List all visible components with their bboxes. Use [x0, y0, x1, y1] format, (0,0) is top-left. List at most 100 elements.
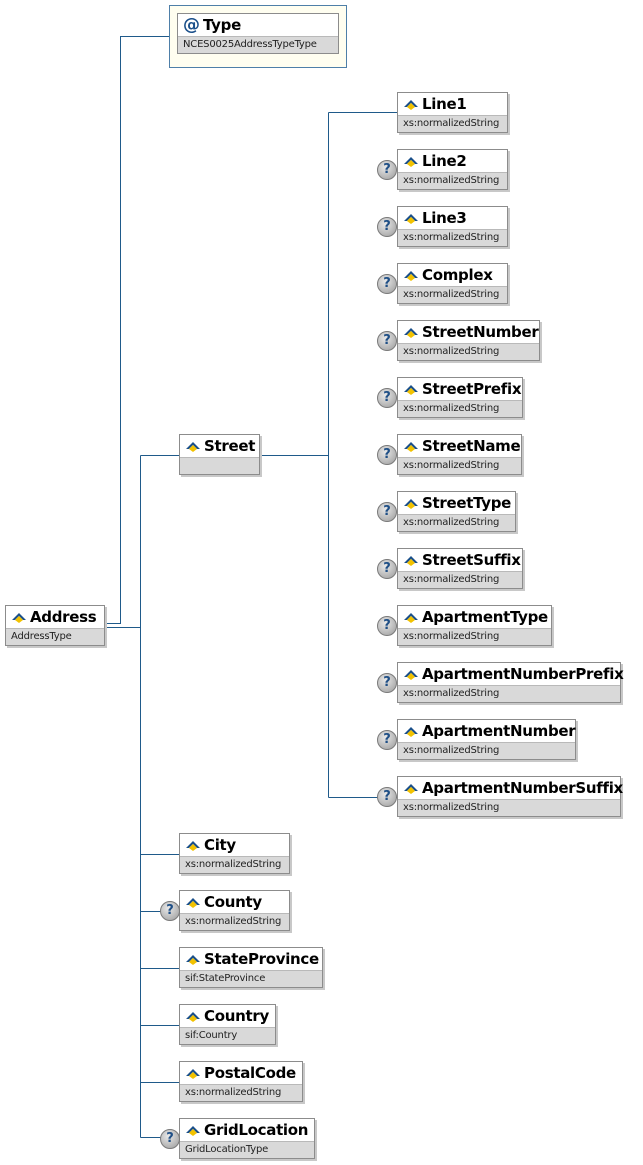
element-icon [404, 499, 418, 509]
apartment-number-suffix-element-type: xs:normalizedString [398, 799, 620, 816]
state-province-element-type: sif:StateProvince [180, 970, 322, 987]
element-icon [404, 442, 418, 452]
element-icon [404, 727, 418, 737]
apartment-number-suffix-element-name: ApartmentNumberSuffix [422, 779, 623, 797]
element-icon [12, 613, 26, 623]
line2-element-type: xs:normalizedString [398, 172, 507, 189]
street-element-type [180, 457, 259, 474]
street-name-element-node[interactable]: StreetName xs:normalizedString [397, 434, 522, 475]
city-element-type: xs:normalizedString [180, 856, 289, 873]
element-icon [404, 157, 418, 167]
city-element-node[interactable]: City xs:normalizedString [179, 833, 290, 874]
apartment-number-prefix-element-name: ApartmentNumberPrefix [422, 665, 624, 683]
element-icon [404, 784, 418, 794]
county-element-node[interactable]: County xs:normalizedString [179, 890, 290, 931]
street-type-element-type: xs:normalizedString [398, 514, 515, 531]
street-suffix-element-type: xs:normalizedString [398, 571, 522, 588]
apartment-number-suffix-element-node[interactable]: ApartmentNumberSuffix xs:normalizedString [397, 776, 623, 817]
line2-element-name: Line2 [422, 152, 467, 170]
optional-icon: ? [377, 673, 397, 693]
line1-element-name: Line1 [422, 95, 467, 113]
apartment-number-element-type: xs:normalizedString [398, 742, 575, 759]
street-prefix-element-node[interactable]: StreetPrefix xs:normalizedString [397, 377, 523, 418]
apartment-type-element-name: ApartmentType [422, 608, 548, 626]
element-icon [186, 841, 200, 851]
line3-element-node[interactable]: Line3 xs:normalizedString [397, 206, 508, 247]
country-element-node[interactable]: Country sif:Country [179, 1004, 276, 1045]
element-icon [404, 556, 418, 566]
element-icon [186, 1012, 200, 1022]
street-suffix-element-name: StreetSuffix [422, 551, 521, 569]
element-icon [404, 385, 418, 395]
street-prefix-element-name: StreetPrefix [422, 380, 522, 398]
type-attribute-node[interactable]: @ Type NCES0025AddressTypeType [177, 13, 339, 54]
street-suffix-element-node[interactable]: StreetSuffix xs:normalizedString [397, 548, 523, 589]
complex-element-node[interactable]: Complex xs:normalizedString [397, 263, 508, 304]
street-type-element-name: StreetType [422, 494, 512, 512]
line1-element-type: xs:normalizedString [398, 115, 507, 132]
element-icon [404, 214, 418, 224]
postal-code-element-type: xs:normalizedString [180, 1084, 302, 1101]
street-number-element-type: xs:normalizedString [398, 343, 539, 360]
line1-element-node[interactable]: Line1 xs:normalizedString [397, 92, 508, 133]
type-attribute-group[interactable]: @ Type NCES0025AddressTypeType [169, 5, 347, 68]
street-number-element-name: StreetNumber [422, 323, 539, 341]
complex-element-type: xs:normalizedString [398, 286, 507, 303]
element-icon [186, 1069, 200, 1079]
state-province-element-name: StateProvince [204, 950, 319, 968]
element-icon [404, 271, 418, 281]
optional-icon: ? [160, 901, 180, 921]
optional-icon: ? [377, 445, 397, 465]
street-element-node[interactable]: Street [179, 434, 260, 475]
optional-icon: ? [377, 730, 397, 750]
county-element-type: xs:normalizedString [180, 913, 289, 930]
line2-element-node[interactable]: Line2 xs:normalizedString [397, 149, 508, 190]
grid-location-element-name: GridLocation [204, 1121, 309, 1139]
state-province-element-node[interactable]: StateProvince sif:StateProvince [179, 947, 323, 988]
line3-element-name: Line3 [422, 209, 467, 227]
optional-icon: ? [160, 1129, 180, 1149]
address-element-type: AddressType [6, 628, 104, 645]
type-attribute-name: Type [203, 16, 241, 34]
street-name-element-name: StreetName [422, 437, 521, 455]
line3-element-type: xs:normalizedString [398, 229, 507, 246]
optional-icon: ? [377, 217, 397, 237]
optional-icon: ? [377, 160, 397, 180]
street-element-name: Street [204, 437, 256, 455]
street-type-element-node[interactable]: StreetType xs:normalizedString [397, 491, 516, 532]
element-icon [186, 898, 200, 908]
grid-location-element-type: GridLocationType [180, 1141, 314, 1158]
complex-element-name: Complex [422, 266, 493, 284]
country-element-type: sif:Country [180, 1027, 275, 1044]
address-element-name: Address [30, 608, 97, 626]
optional-icon: ? [377, 787, 397, 807]
optional-icon: ? [377, 388, 397, 408]
element-icon [404, 100, 418, 110]
street-name-element-type: xs:normalizedString [398, 457, 521, 474]
optional-icon: ? [377, 274, 397, 294]
element-icon [186, 442, 200, 452]
optional-icon: ? [377, 616, 397, 636]
attribute-icon: @ [183, 15, 200, 35]
street-prefix-element-type: xs:normalizedString [398, 400, 522, 417]
optional-icon: ? [377, 331, 397, 351]
apartment-number-element-node[interactable]: ApartmentNumber xs:normalizedString [397, 719, 576, 760]
address-element-node[interactable]: Address AddressType [5, 605, 105, 646]
country-element-name: Country [204, 1007, 269, 1025]
apartment-number-prefix-element-node[interactable]: ApartmentNumberPrefix xs:normalizedString [397, 662, 624, 703]
optional-icon: ? [377, 559, 397, 579]
city-element-name: City [204, 836, 236, 854]
apartment-number-element-name: ApartmentNumber [422, 722, 576, 740]
county-element-name: County [204, 893, 262, 911]
element-icon [404, 613, 418, 623]
street-number-element-node[interactable]: StreetNumber xs:normalizedString [397, 320, 540, 361]
optional-icon: ? [377, 502, 397, 522]
element-icon [186, 955, 200, 965]
type-attribute-type: NCES0025AddressTypeType [178, 36, 338, 53]
apartment-number-prefix-element-type: xs:normalizedString [398, 685, 620, 702]
element-icon [404, 670, 418, 680]
